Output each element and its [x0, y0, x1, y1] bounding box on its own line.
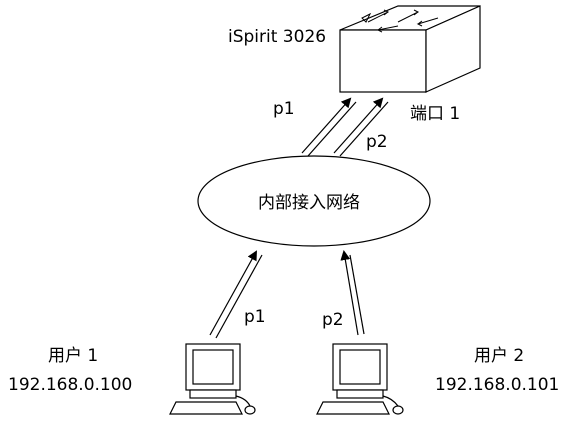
switch-arrows-icon [361, 9, 439, 33]
path-label-top-p2: p2 [366, 132, 388, 152]
computer-icon [316, 343, 404, 415]
path-arrow-bottom-p2 [340, 250, 365, 336]
path-arrow-bottom-p1 [209, 250, 263, 339]
switch-device [339, 5, 481, 93]
port-label: 端口 1 [410, 104, 461, 124]
path-label-bottom-p1: p1 [244, 307, 266, 327]
computer-icon [169, 343, 256, 415]
user-2-name: 用户 2 [474, 346, 525, 366]
switch-label: iSpirit 3026 [228, 27, 327, 47]
path-arrow-top-p2 [333, 97, 389, 157]
path-label-top-p1: p1 [273, 99, 295, 119]
user-1-name: 用户 1 [48, 346, 99, 366]
network-cloud [197, 155, 431, 247]
user-2-ip: 192.168.0.101 [435, 375, 560, 395]
network-label: 内部接入网络 [258, 193, 360, 213]
user-1-ip: 192.168.0.100 [8, 375, 133, 395]
path-arrow-top-p1 [301, 97, 357, 157]
path-label-bottom-p2: p2 [322, 310, 344, 330]
